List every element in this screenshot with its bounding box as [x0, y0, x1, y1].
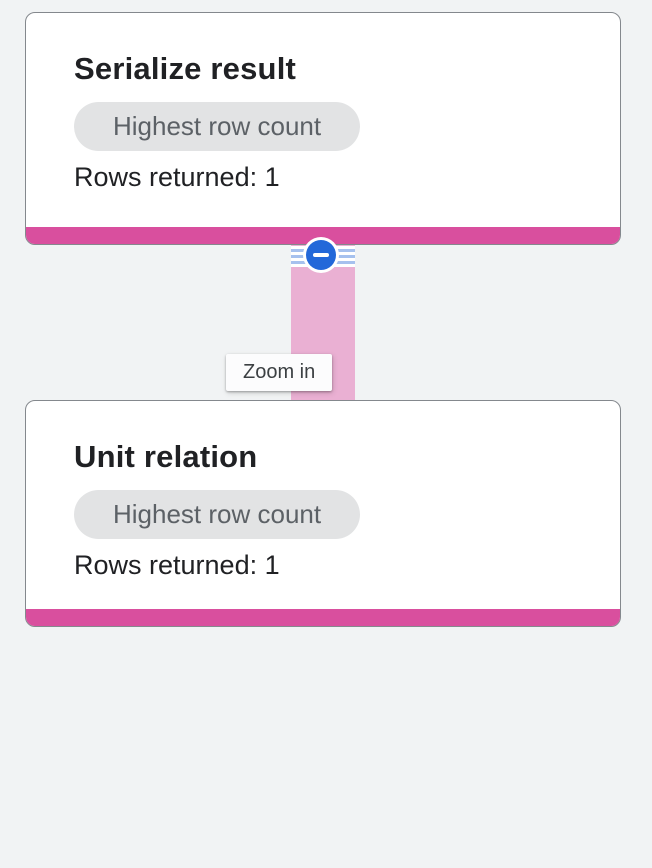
stage-accent-bar: [26, 227, 620, 244]
minus-icon: [306, 240, 336, 270]
rows-returned-label: Rows returned: 1: [74, 162, 280, 192]
stage-title: Unit relation: [74, 439, 258, 474]
stage-accent-bar: [26, 609, 620, 626]
stage-node-unit-relation[interactable]: Unit relation Highest row count Rows ret…: [25, 400, 621, 627]
stage-node-serialize-result[interactable]: Serialize result Highest row count Rows …: [25, 12, 621, 245]
stage-title: Serialize result: [74, 51, 297, 86]
zoom-in-tooltip: Zoom in: [226, 354, 333, 391]
highest-row-count-badge: Highest row count: [74, 490, 361, 539]
highest-row-count-badge: Highest row count: [74, 102, 361, 151]
rows-returned-label: Rows returned: 1: [74, 550, 280, 580]
edge-collapse-button[interactable]: [303, 237, 339, 273]
